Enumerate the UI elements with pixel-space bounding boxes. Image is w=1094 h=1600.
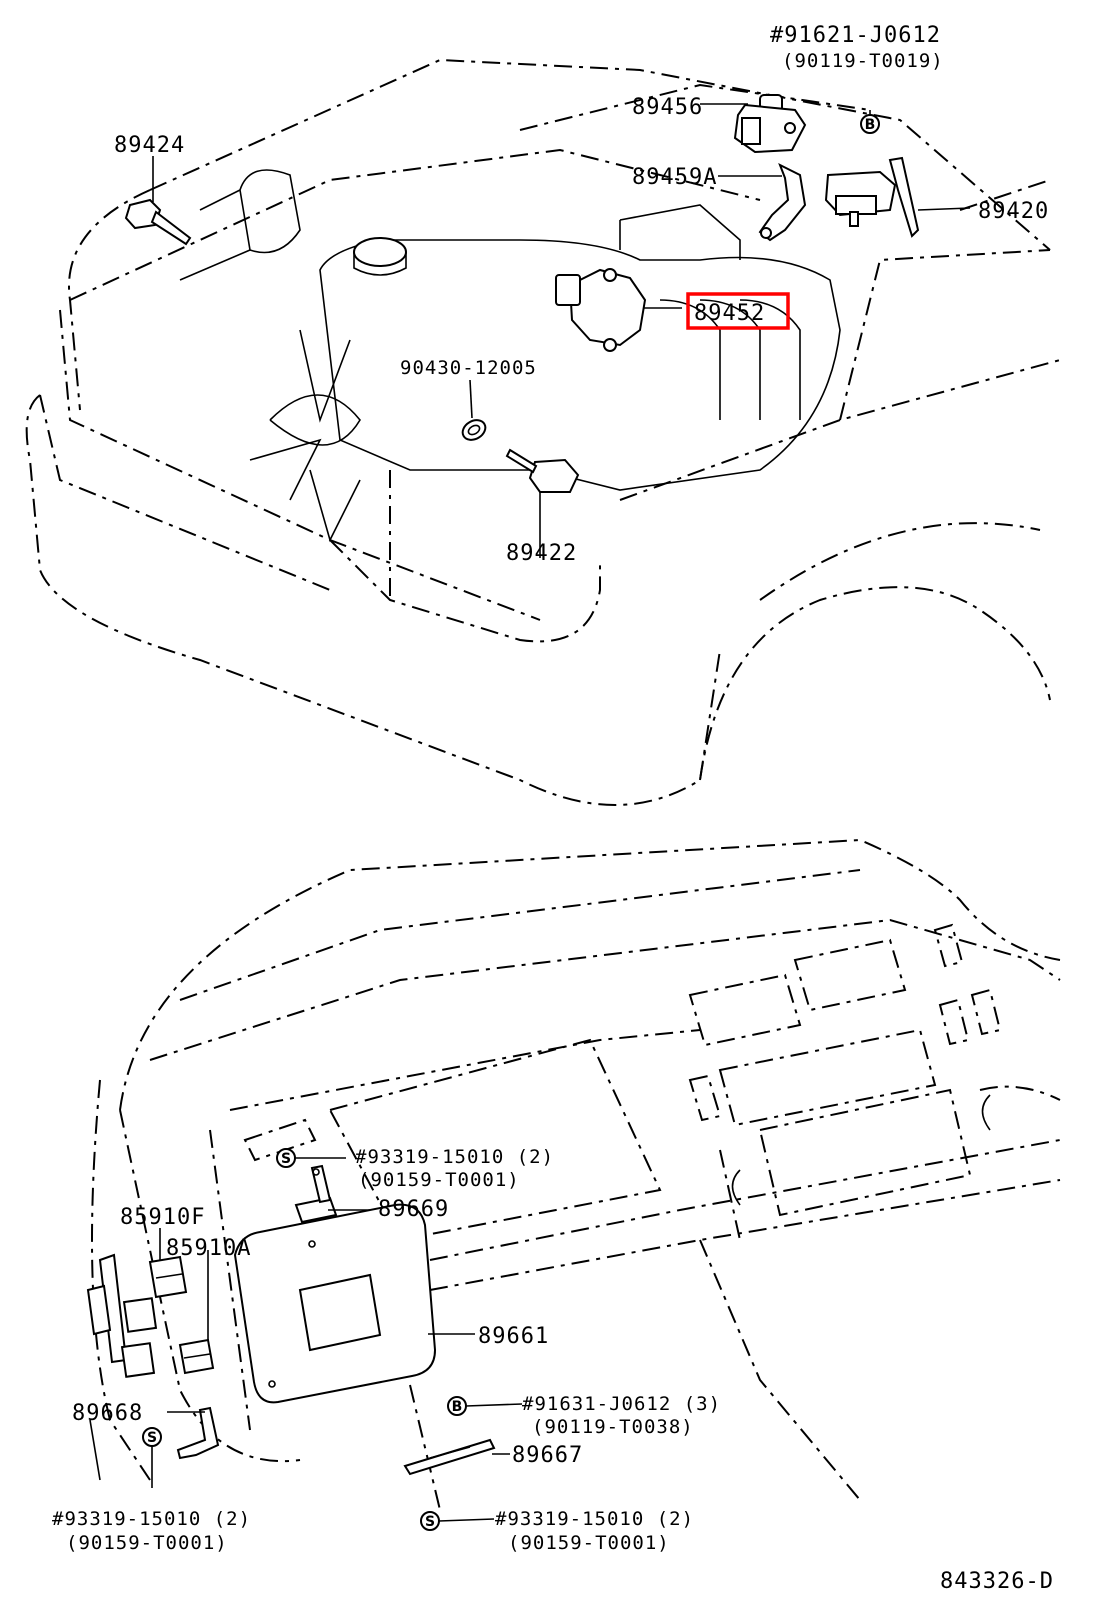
callout-85910f[interactable]: 85910F (120, 1205, 205, 1230)
sensor-89456 (733, 94, 807, 154)
bolt-marker-lower: B (447, 1396, 467, 1416)
relay-bracket (86, 1253, 158, 1378)
screw-marker-label: S (425, 1514, 435, 1530)
screw-marker-label: S (147, 1430, 157, 1446)
callout-89424[interactable]: 89424 (114, 133, 185, 158)
bracket-89667 (403, 1438, 496, 1476)
gasket-90430 (461, 419, 487, 441)
callout-90430-12005[interactable]: 90430-12005 (400, 357, 537, 379)
callout-91621-j0612[interactable]: #91621-J0612 (770, 23, 941, 48)
sensor-89452 (555, 268, 647, 352)
ecu-89661 (233, 1203, 437, 1404)
bracket-89668 (176, 1406, 220, 1460)
sensor-89420 (824, 156, 920, 238)
screw-marker-b: S (142, 1427, 162, 1447)
sensor-89424 (124, 198, 192, 246)
callout-89452[interactable]: 89452 (694, 301, 765, 326)
relay-85910f (148, 1255, 188, 1299)
callout-89456[interactable]: 89456 (632, 95, 703, 120)
callout-89669[interactable]: 89669 (378, 1197, 449, 1222)
callout-91631-j0612[interactable]: #91631-J0612 (3) (522, 1393, 721, 1415)
callout-93319-15010-b[interactable]: #93319-15010 (2) (52, 1508, 251, 1530)
callout-89661[interactable]: 89661 (478, 1324, 549, 1349)
upper-labels: #91621-J0612 (90119-T0019) 89456 89424 8… (114, 23, 1049, 566)
callout-85910a[interactable]: 85910A (166, 1236, 251, 1261)
callout-89668[interactable]: 89668 (72, 1401, 143, 1426)
callout-93319-15010-c[interactable]: #93319-15010 (2) (495, 1508, 694, 1530)
engine-bay-illustration (25, 58, 1061, 806)
bolt-marker-upper: B (860, 114, 880, 134)
diagram-reference-id: 843326-D (940, 1569, 1054, 1594)
relay-85910a (178, 1338, 215, 1375)
callout-89422[interactable]: 89422 (506, 541, 577, 566)
bracket-89669 (294, 1164, 338, 1224)
callout-93319-15010-a[interactable]: #93319-15010 (2) (355, 1146, 554, 1168)
sensor-89422 (505, 448, 580, 493)
screw-marker-label: S (281, 1151, 291, 1167)
lower-leader-lines (89, 1157, 523, 1522)
bolt-marker-label: B (865, 117, 876, 133)
callout-90159-t0001-c[interactable]: (90159-T0001) (508, 1532, 670, 1554)
callout-89459a[interactable]: 89459A (632, 165, 717, 190)
callout-90159-t0001-a[interactable]: (90159-T0001) (358, 1169, 520, 1191)
bolt-marker-label: B (452, 1399, 463, 1415)
highlight-box-89452 (686, 292, 790, 330)
screw-marker-c: S (420, 1511, 440, 1531)
bracket-89459a (758, 162, 807, 242)
lower-labels: #93319-15010 (2) (90159-T0001) 89669 859… (52, 1146, 721, 1554)
callout-90159-t0001-b[interactable]: (90159-T0001) (66, 1532, 228, 1554)
screw-marker-a: S (276, 1148, 296, 1168)
dashboard-illustration (91, 838, 1061, 1511)
callout-89420[interactable]: 89420 (978, 199, 1049, 224)
callout-90119-t0038[interactable]: (90119-T0038) (532, 1416, 694, 1438)
upper-leader-lines (152, 103, 971, 558)
callout-90119-t0019[interactable]: (90119-T0019) (782, 50, 944, 72)
callout-89667[interactable]: 89667 (512, 1443, 583, 1468)
